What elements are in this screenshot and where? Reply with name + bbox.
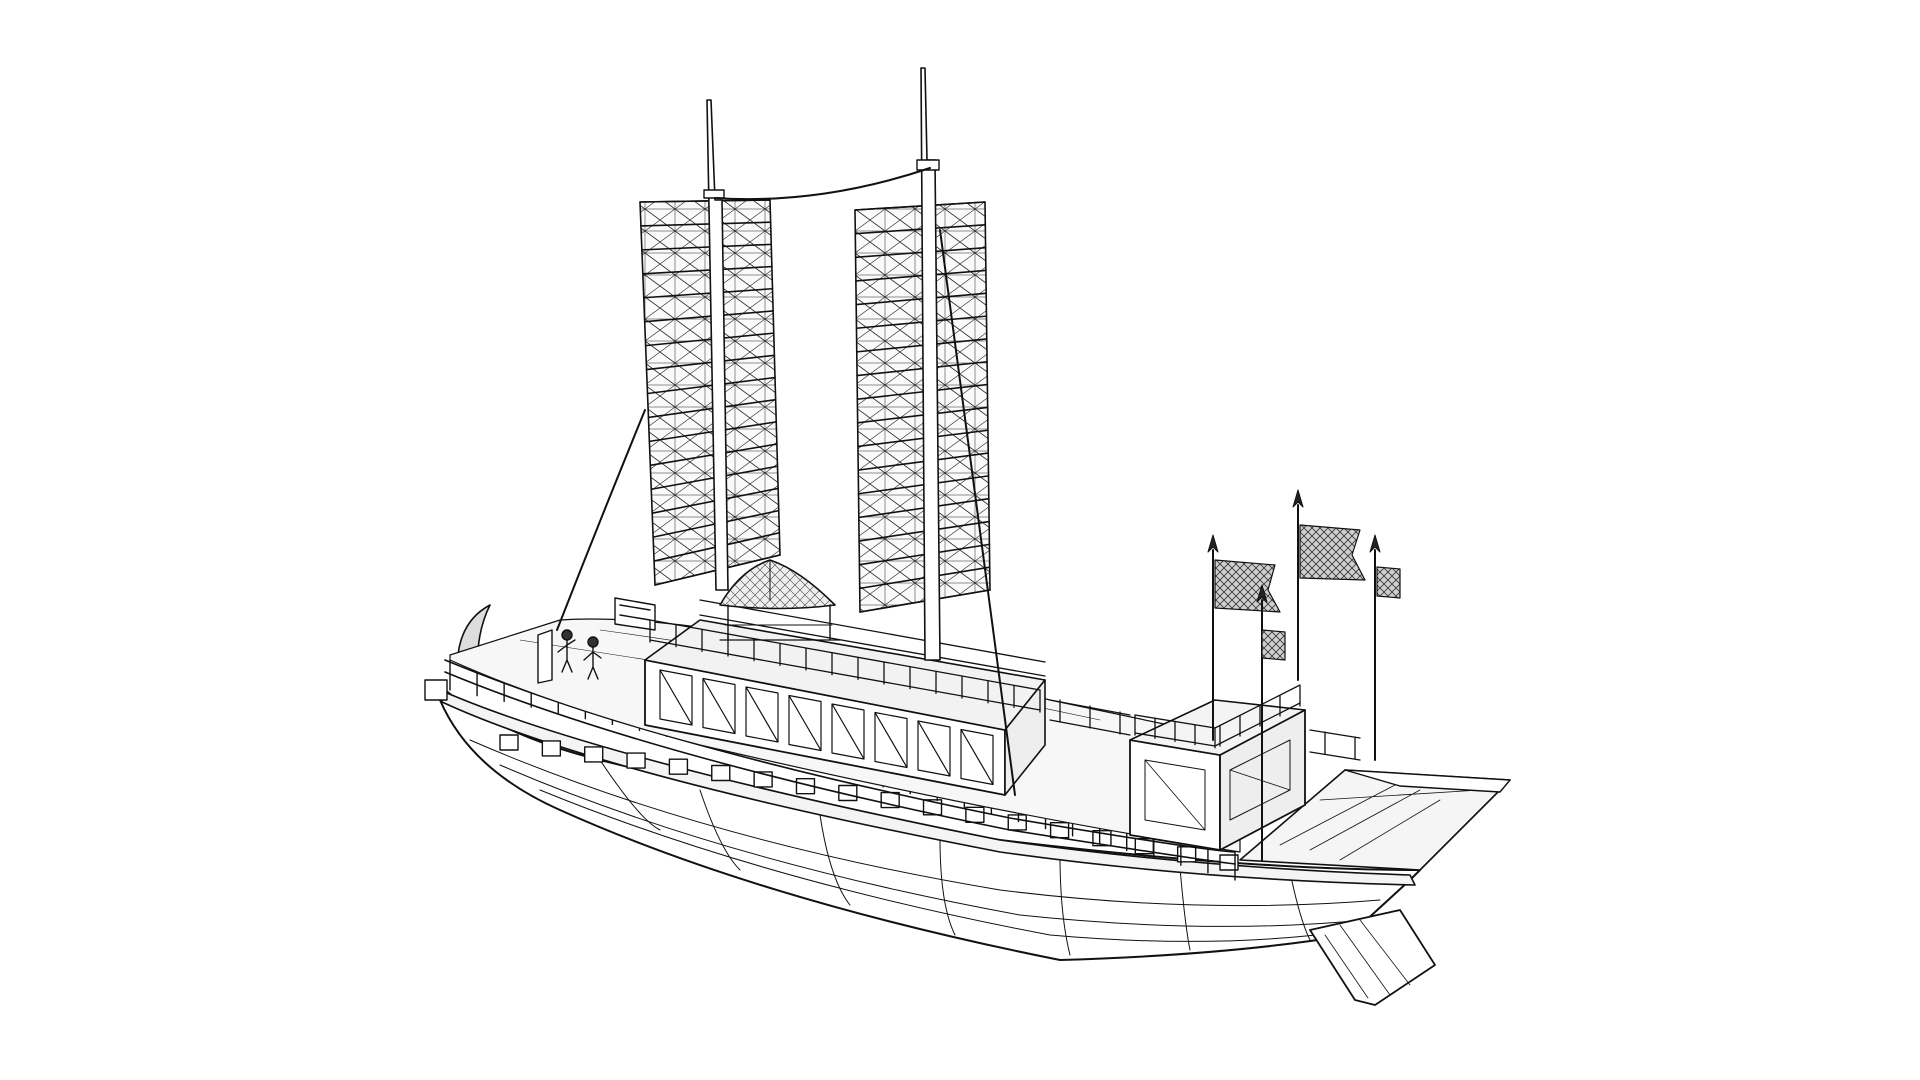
flag-3: [1299, 524, 1366, 581]
stern-flags: [1207, 489, 1401, 861]
oar-block: [499, 734, 519, 751]
sail-batten: [856, 383, 989, 400]
sail-batten: [642, 265, 773, 275]
oar-block: [584, 746, 604, 763]
cabin-panel: [702, 677, 736, 735]
sail-batten: [646, 376, 776, 395]
sail-batten: [854, 201, 986, 211]
sail-batten: [643, 310, 774, 323]
far-stern-rail: [1049, 699, 1361, 761]
sail-batten: [856, 360, 988, 377]
oar-block: [668, 758, 689, 775]
crew-figures: [537, 629, 602, 684]
flag-4: [1376, 566, 1401, 599]
rudder: [1309, 909, 1436, 1006]
main-mast: [920, 67, 941, 661]
command-pavilion: [719, 559, 841, 641]
sail-batten: [639, 199, 771, 203]
sail-batten: [645, 354, 776, 371]
fore-mast: [706, 99, 729, 591]
bow-block: [424, 679, 448, 701]
sail-batten: [854, 224, 987, 235]
cabin-panel: [659, 669, 693, 726]
sail-batten: [855, 269, 987, 282]
cabin-panel: [960, 728, 994, 786]
sail-batten: [640, 221, 772, 227]
crew-figure: [583, 636, 602, 680]
oar-block: [922, 799, 943, 816]
stay-rope: [714, 167, 931, 201]
flag-1: [1214, 559, 1281, 613]
cabin-panels: [659, 669, 994, 786]
hull-gunwale: [439, 689, 1416, 886]
cabin-panel: [917, 720, 951, 777]
stern-wing: [1344, 769, 1511, 793]
masts: [556, 67, 1016, 796]
sail-batten: [855, 315, 988, 330]
sail-batten: [855, 338, 988, 353]
flag-pole-4: [1369, 534, 1401, 761]
forward-deck-rail: [614, 597, 656, 631]
cabin-panel: [788, 694, 822, 752]
deck-cabin: [644, 599, 1046, 796]
flag-2: [1261, 629, 1286, 661]
stern-cabin-railing: [1134, 684, 1301, 749]
cabin-panel: [745, 686, 779, 743]
bow-ornament: [457, 604, 491, 656]
sail-batten: [644, 332, 775, 347]
main-rigging: [939, 229, 1016, 796]
cabin-rail-bar: [649, 619, 1041, 711]
sail-batten: [642, 287, 774, 299]
cabin-panel: [831, 703, 865, 760]
oar-block: [711, 764, 731, 782]
oar-block: [541, 740, 562, 757]
sail-batten: [854, 246, 987, 259]
cabin-panel: [874, 711, 908, 769]
crew-figure: [557, 629, 576, 673]
hull-planking: [469, 739, 1381, 956]
sail-batten: [641, 243, 773, 251]
flag-pole-2: [1256, 584, 1286, 861]
flag-pole-3: [1292, 489, 1366, 681]
pavilion-roof: [719, 559, 836, 610]
bow-post: [537, 629, 553, 684]
stern-cabin: [1129, 684, 1306, 851]
ship-hull: [424, 604, 1511, 1006]
oar-block: [626, 752, 646, 769]
sail-batten: [855, 292, 987, 306]
fore-rigging: [556, 409, 646, 631]
oar-block: [1007, 814, 1027, 831]
